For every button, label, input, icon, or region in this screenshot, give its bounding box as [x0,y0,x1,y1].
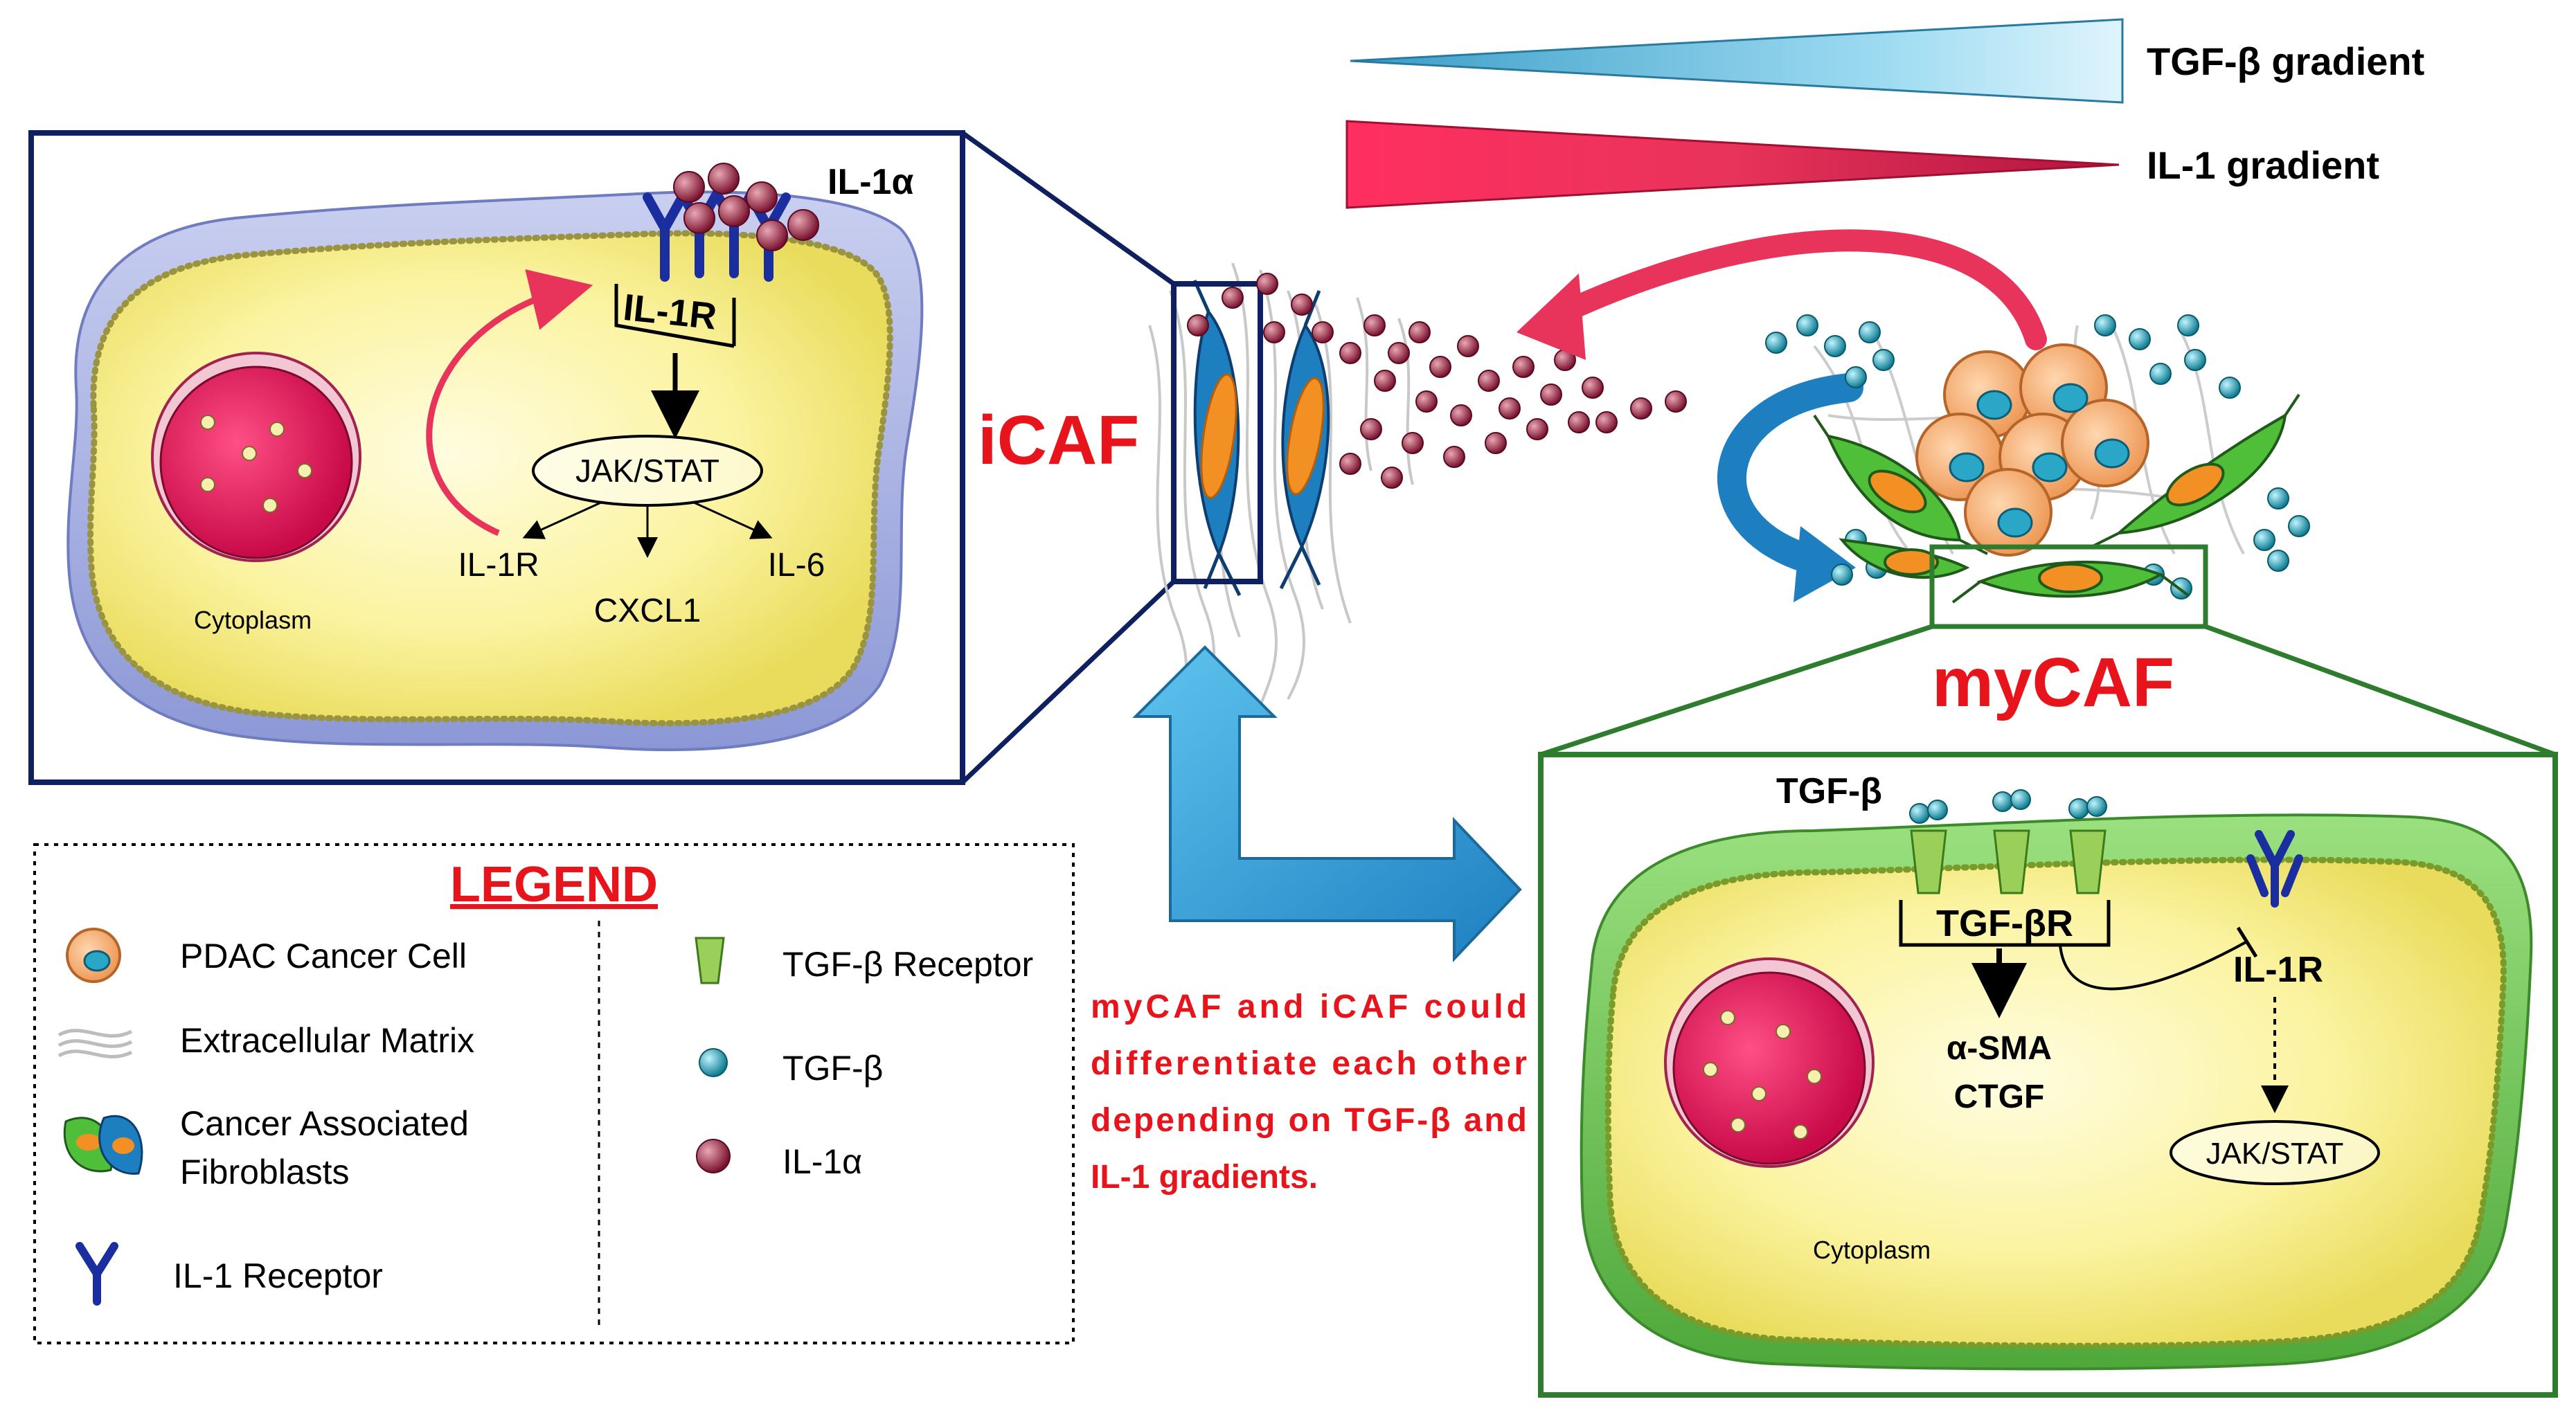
tgf-gradient-wedge [1350,18,2124,104]
mycaf-tgf-receptors [1909,789,2107,894]
il1-gradient: IL-1 gradient [1345,120,2379,209]
icaf-il1r-label: IL-1R [621,287,719,338]
tgf-beta-icon [699,1048,728,1077]
description-line-4: IL-1 gradients. [1091,1159,1318,1196]
differentiation-arrow [1132,645,1522,963]
legend-box [33,843,1075,1344]
description-line-3: depending on TGF-β and [1091,1102,1527,1139]
description: myCAF and iCAF could differentiate each … [1091,989,1527,1196]
legend-item-ecm: Extracellular Matrix [180,1021,474,1060]
pdac-cancer-cell-icon [66,928,121,983]
legend-item-tgf-beta: TGF-β [782,1049,883,1088]
legend: LEGEND PDAC Cancer Cell Extracellular Ma… [33,843,1075,1344]
legend-item-il1-alpha: IL-1α [782,1142,862,1181]
legend-item-il1-receptor: IL-1 Receptor [173,1256,383,1295]
icaf-cytoplasm [87,230,893,727]
legend-item-caf-line1: Cancer Associated [180,1104,469,1143]
il1-alpha-icon [696,1139,731,1173]
mycaf-zoom-lines [1539,624,2557,757]
tgf-receptor-icon [695,937,725,984]
il1-alpha-cloud [1187,273,1687,489]
mycaf-target-asma: α-SMA [1947,1030,2052,1067]
icaf-fibroblasts [1192,279,1330,597]
icaf-target-cxcl1: CXCL1 [594,593,701,629]
icaf-il1-alpha-label: IL-1α [828,162,913,202]
mycaf-title: myCAF [1932,644,2174,721]
legend-item-pdac: PDAC Cancer Cell [180,937,467,975]
icaf-feedback-arrow [426,269,593,537]
mycaf-selection-box [1929,544,2208,629]
il1-gradient-label: IL-1 gradient [2147,143,2379,187]
tgf-gradient-label: TGF-β gradient [2147,39,2424,83]
mycaf-cytoplasm-label: Cytoplasm [1813,1236,1931,1264]
il1-receptor-icon [75,1242,118,1306]
mycaf-panel: Cytoplasm TGF-β TGF-βR α-SMA [1538,752,2558,1398]
icaf-jakstat-label: JAK/STAT [575,453,719,489]
icaf-nucleus [151,352,361,562]
description-line-1: myCAF and iCAF could [1091,989,1527,1025]
icaf-il1-alpha-balls [673,163,819,251]
extracellular-matrix-icon [57,1029,133,1058]
icaf-cytoplasm-label: Cytoplasm [194,606,312,634]
icaf-selection-box [1171,281,1263,584]
icaf-receptor-bracket [614,284,735,348]
mycaf-tgfbr-label: TGF-βR [1936,903,2073,944]
icaf-panel: Cytoplasm IL-1α IL-1R JAK/STAT [28,130,965,785]
il1-gradient-wedge [1345,120,2120,209]
mycaf-nucleus [1664,957,1875,1168]
mycaf-il1r-label: IL-1R [2233,950,2323,990]
mycaf-il1-receptor [2246,830,2303,908]
mycaf-tumor-cluster [1517,229,2310,629]
icaf-target-il6: IL-6 [768,547,825,584]
pink-curved-arrow [1540,229,2047,350]
icaf-zoom-lines [960,131,1176,784]
tgf-gradient: TGF-β gradient [1350,18,2424,104]
mycaf-jakstat-label: JAK/STAT [2206,1137,2344,1171]
mycaf-tgf-label: TGF-β [1776,771,1882,811]
legend-item-caf-line2: Fibroblasts [180,1153,350,1191]
icaf-title: iCAF [978,402,1139,479]
mycaf-inhibition-line [2059,940,2248,991]
description-line-2: differentiate each other [1091,1045,1527,1082]
mycaf-jakstat-oval [2170,1120,2380,1185]
mycaf-target-ctgf: CTGF [1954,1079,2045,1115]
icaf-target-il1r: IL-1R [458,547,539,584]
legend-title: LEGEND [450,857,658,912]
legend-item-tgf-receptor: TGF-β Receptor [782,945,1033,984]
cancer-associated-fibroblasts-icon [63,1115,143,1175]
mycaf-receptor-bracket [1899,900,2111,947]
